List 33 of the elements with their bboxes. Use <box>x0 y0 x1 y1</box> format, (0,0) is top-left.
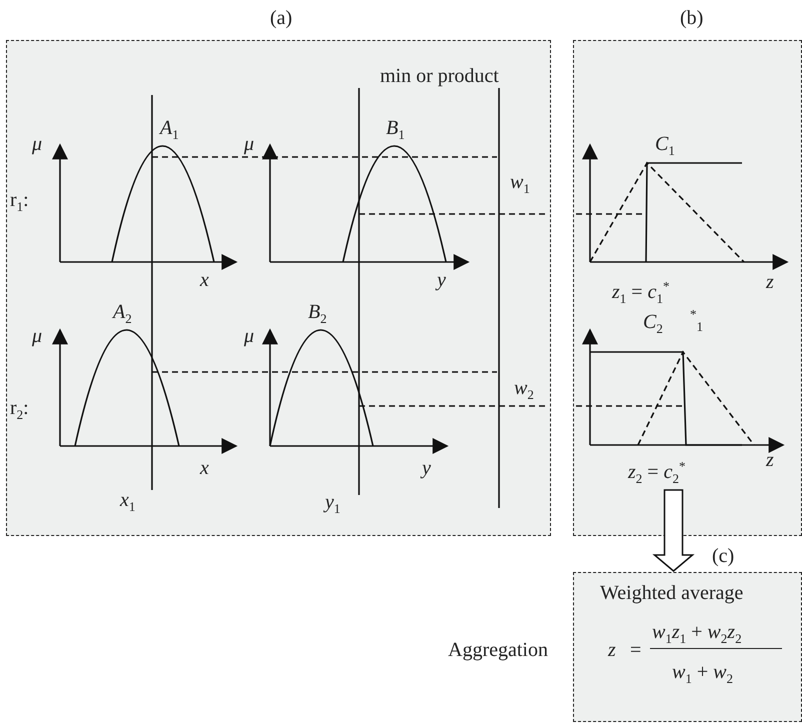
fuzzy-set-label: C$_{1}$ <box>655 134 675 154</box>
fuzzy-set-label: B$_{2}$ <box>308 302 327 322</box>
axis-label: μ <box>32 326 42 346</box>
fuzzy-set-label: C$_{2}$ <box>643 312 663 332</box>
rule-label: r$_{1}$: <box>10 190 29 210</box>
panel-heading: (a) <box>270 8 292 28</box>
panel-heading: (b) <box>680 8 704 28</box>
axis-label: x <box>200 458 209 478</box>
input-value-label: y$_{1}$ <box>325 492 340 512</box>
side-caption: Aggregation <box>448 640 548 660</box>
axis-label: x <box>200 270 209 290</box>
axis-label: y <box>422 458 431 478</box>
axis-label: z <box>766 450 774 470</box>
fraction-denominator: w$_{1}$ + w$_{2}$ <box>672 662 733 682</box>
axis-label: μ <box>32 134 42 154</box>
panel-heading: (c) <box>712 546 734 566</box>
fraction-numerator: w$_{1}$z$_{1}$ + w$_{2}$z$_{2}$ <box>652 622 742 642</box>
block-arrow <box>652 489 695 572</box>
weight-label: w$_{1}$ <box>510 172 530 192</box>
axis-label: y <box>437 270 446 290</box>
fuzzy-set-label: B$_{1}$ <box>386 118 405 138</box>
equals-sign: = <box>630 640 642 660</box>
operator-label: min or product <box>380 66 499 86</box>
axis-label: μ <box>244 134 254 154</box>
weight-label: w$_{2}$ <box>514 378 534 398</box>
fuzzy-set-label: A$_{1}$ <box>160 118 179 138</box>
formula-variable: z <box>608 640 616 660</box>
fuzzy-set-label: A$_{2}$ <box>113 302 132 322</box>
axis-label: μ <box>244 326 254 346</box>
rule-label: r$_{2}$: <box>10 398 29 418</box>
panel-title: Weighted average <box>600 583 744 603</box>
axis-label: z <box>766 272 774 292</box>
input-value-label: x$_{1}$ <box>120 490 136 510</box>
